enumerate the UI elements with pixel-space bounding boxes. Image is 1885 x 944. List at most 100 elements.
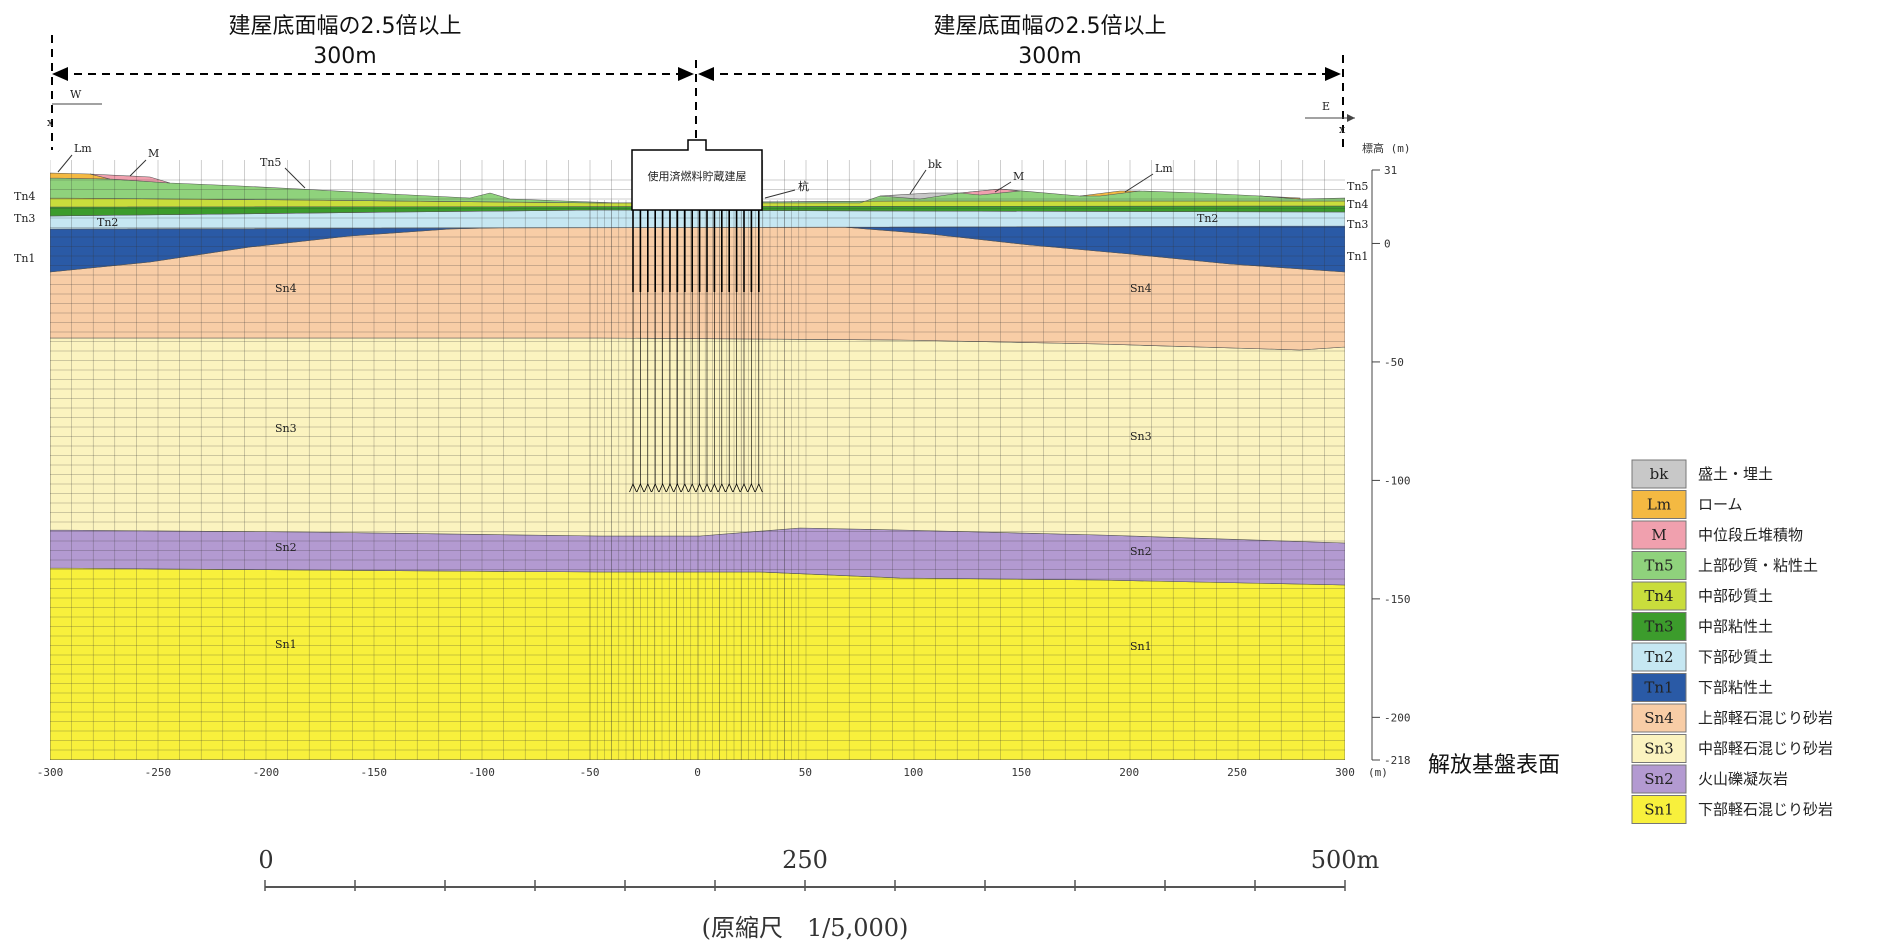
scale-start: 0 bbox=[258, 846, 273, 874]
right-width-annotation: 建屋底面幅の2.5倍以上 bbox=[934, 14, 1167, 39]
svg-text:Tn2: Tn2 bbox=[97, 216, 118, 229]
legend-item: Tn2 下部砂質土 bbox=[1631, 642, 1773, 672]
legend-swatch bbox=[1631, 581, 1687, 611]
layer-bk bbox=[879, 192, 961, 200]
left-width-annotation: 建屋底面幅の2.5倍以上 bbox=[229, 14, 462, 39]
pile-label: 杭 bbox=[798, 179, 809, 193]
legend-swatch bbox=[1631, 520, 1687, 550]
legend-label: 下部粘性土 bbox=[1698, 679, 1773, 697]
legend-swatch bbox=[1631, 795, 1687, 824]
strata bbox=[50, 160, 1345, 760]
legend-code: Tn1 bbox=[1644, 679, 1673, 697]
legend-label: 下部砂質土 bbox=[1698, 648, 1773, 666]
legend-label: 盛土・埋土 bbox=[1698, 465, 1773, 483]
x-tick: -300 bbox=[37, 766, 64, 779]
svg-text:bk: bk bbox=[928, 158, 942, 171]
x-tick: 100 bbox=[903, 766, 923, 779]
elevation-tick: -50 bbox=[1384, 356, 1404, 369]
bedrock-surface-label: 解放基盤表面 bbox=[1428, 753, 1560, 778]
legend-item: Sn2 火山礫凝灰岩 bbox=[1631, 764, 1788, 794]
x-tick: -200 bbox=[253, 766, 280, 779]
svg-text:Tn3: Tn3 bbox=[1347, 218, 1368, 231]
elevation-axis: 標高 (m) 31 0 -50 -100 -150 -200 -218 bbox=[1362, 141, 1411, 767]
x-axis-unit: (m) bbox=[1368, 766, 1388, 779]
legend-swatch bbox=[1631, 734, 1687, 763]
svg-text:M: M bbox=[1013, 170, 1024, 183]
svg-text:Sn2: Sn2 bbox=[275, 541, 297, 554]
legend-item: Tn4 中部砂質土 bbox=[1631, 581, 1773, 611]
elevation-tick: 0 bbox=[1384, 237, 1391, 250]
mesh-grid bbox=[50, 160, 1345, 760]
legend-swatch bbox=[1631, 490, 1687, 519]
svg-text:E: E bbox=[1322, 100, 1330, 113]
legend-swatch bbox=[1631, 459, 1687, 489]
scale-end: 500m bbox=[1311, 846, 1380, 874]
legend-label: 上部軽石混じり砂岩 bbox=[1698, 709, 1833, 727]
legend-code: Sn3 bbox=[1644, 740, 1673, 758]
scale-caption: (原縮尺 1/5,000) bbox=[702, 914, 909, 942]
svg-text:Lm: Lm bbox=[1155, 162, 1173, 175]
svg-text:Tn1: Tn1 bbox=[14, 252, 35, 265]
svg-text:Tn1: Tn1 bbox=[1347, 250, 1368, 263]
legend-item: Lm ローム bbox=[1631, 490, 1743, 519]
svg-text:Tn5: Tn5 bbox=[260, 156, 281, 169]
dimension-lines bbox=[51, 35, 1344, 150]
piles bbox=[629, 210, 763, 493]
svg-text:Sn2: Sn2 bbox=[1130, 545, 1152, 558]
elevation-tick: -200 bbox=[1384, 711, 1411, 724]
legend-label: 火山礫凝灰岩 bbox=[1698, 770, 1788, 788]
svg-text:M: M bbox=[148, 147, 159, 160]
elevation-tick: -218 bbox=[1384, 754, 1411, 767]
elevation-tick: 31 bbox=[1384, 164, 1397, 177]
svg-text:Lm: Lm bbox=[74, 142, 92, 155]
elevation-tick: -150 bbox=[1384, 593, 1411, 606]
legend-code: Lm bbox=[1647, 496, 1671, 514]
svg-text:Tn4: Tn4 bbox=[14, 190, 35, 203]
legend-code: Tn5 bbox=[1644, 557, 1673, 575]
elevation-tick: -100 bbox=[1384, 474, 1411, 487]
svg-text:Sn4: Sn4 bbox=[275, 282, 297, 295]
svg-text:Tn5: Tn5 bbox=[1347, 180, 1368, 193]
scale-bar: 0 250 500m (原縮尺 1/5,000) bbox=[258, 846, 1379, 942]
legend-code: Tn4 bbox=[1644, 587, 1673, 605]
left-distance-label: 300m bbox=[313, 44, 376, 69]
x-tick: -150 bbox=[361, 766, 388, 779]
legend-code: Tn2 bbox=[1644, 648, 1673, 666]
x-tick: 250 bbox=[1227, 766, 1247, 779]
legend-code: Sn1 bbox=[1644, 801, 1673, 819]
legend-swatch bbox=[1631, 612, 1687, 641]
storage-building: 使用済燃料貯蔵建屋 杭 bbox=[631, 139, 809, 211]
legend-code: Sn2 bbox=[1644, 770, 1673, 788]
x-tick: 50 bbox=[799, 766, 812, 779]
x-tick: -100 bbox=[468, 766, 495, 779]
svg-text:Tn3: Tn3 bbox=[14, 212, 35, 225]
svg-text:Tn4: Tn4 bbox=[1347, 198, 1368, 211]
legend-swatch bbox=[1631, 551, 1687, 580]
legend-item: M 中位段丘堆積物 bbox=[1631, 520, 1803, 550]
legend-code: Tn3 bbox=[1644, 618, 1673, 636]
x-tick: 200 bbox=[1119, 766, 1139, 779]
legend-label: 中位段丘堆積物 bbox=[1698, 526, 1803, 544]
legend-label: 中部砂質土 bbox=[1698, 587, 1773, 605]
svg-text:Tn2: Tn2 bbox=[1197, 212, 1218, 225]
svg-text:x: x bbox=[1339, 123, 1346, 136]
x-tick: -50 bbox=[580, 766, 600, 779]
elevation-axis-title: 標高 (m) bbox=[1362, 141, 1411, 155]
svg-text:Sn1: Sn1 bbox=[1130, 640, 1152, 653]
legend-swatch bbox=[1631, 673, 1687, 702]
x-tick: 150 bbox=[1011, 766, 1031, 779]
svg-text:Sn1: Sn1 bbox=[275, 638, 297, 651]
right-distance-label: 300m bbox=[1018, 44, 1081, 69]
legend-code: M bbox=[1651, 526, 1666, 544]
dimension-arrowheads bbox=[52, 67, 1341, 81]
legend-swatch bbox=[1631, 764, 1687, 794]
legend-item: Tn1 下部粘性土 bbox=[1631, 673, 1773, 702]
legend-label: ローム bbox=[1698, 496, 1743, 514]
svg-text:Sn3: Sn3 bbox=[275, 422, 297, 435]
